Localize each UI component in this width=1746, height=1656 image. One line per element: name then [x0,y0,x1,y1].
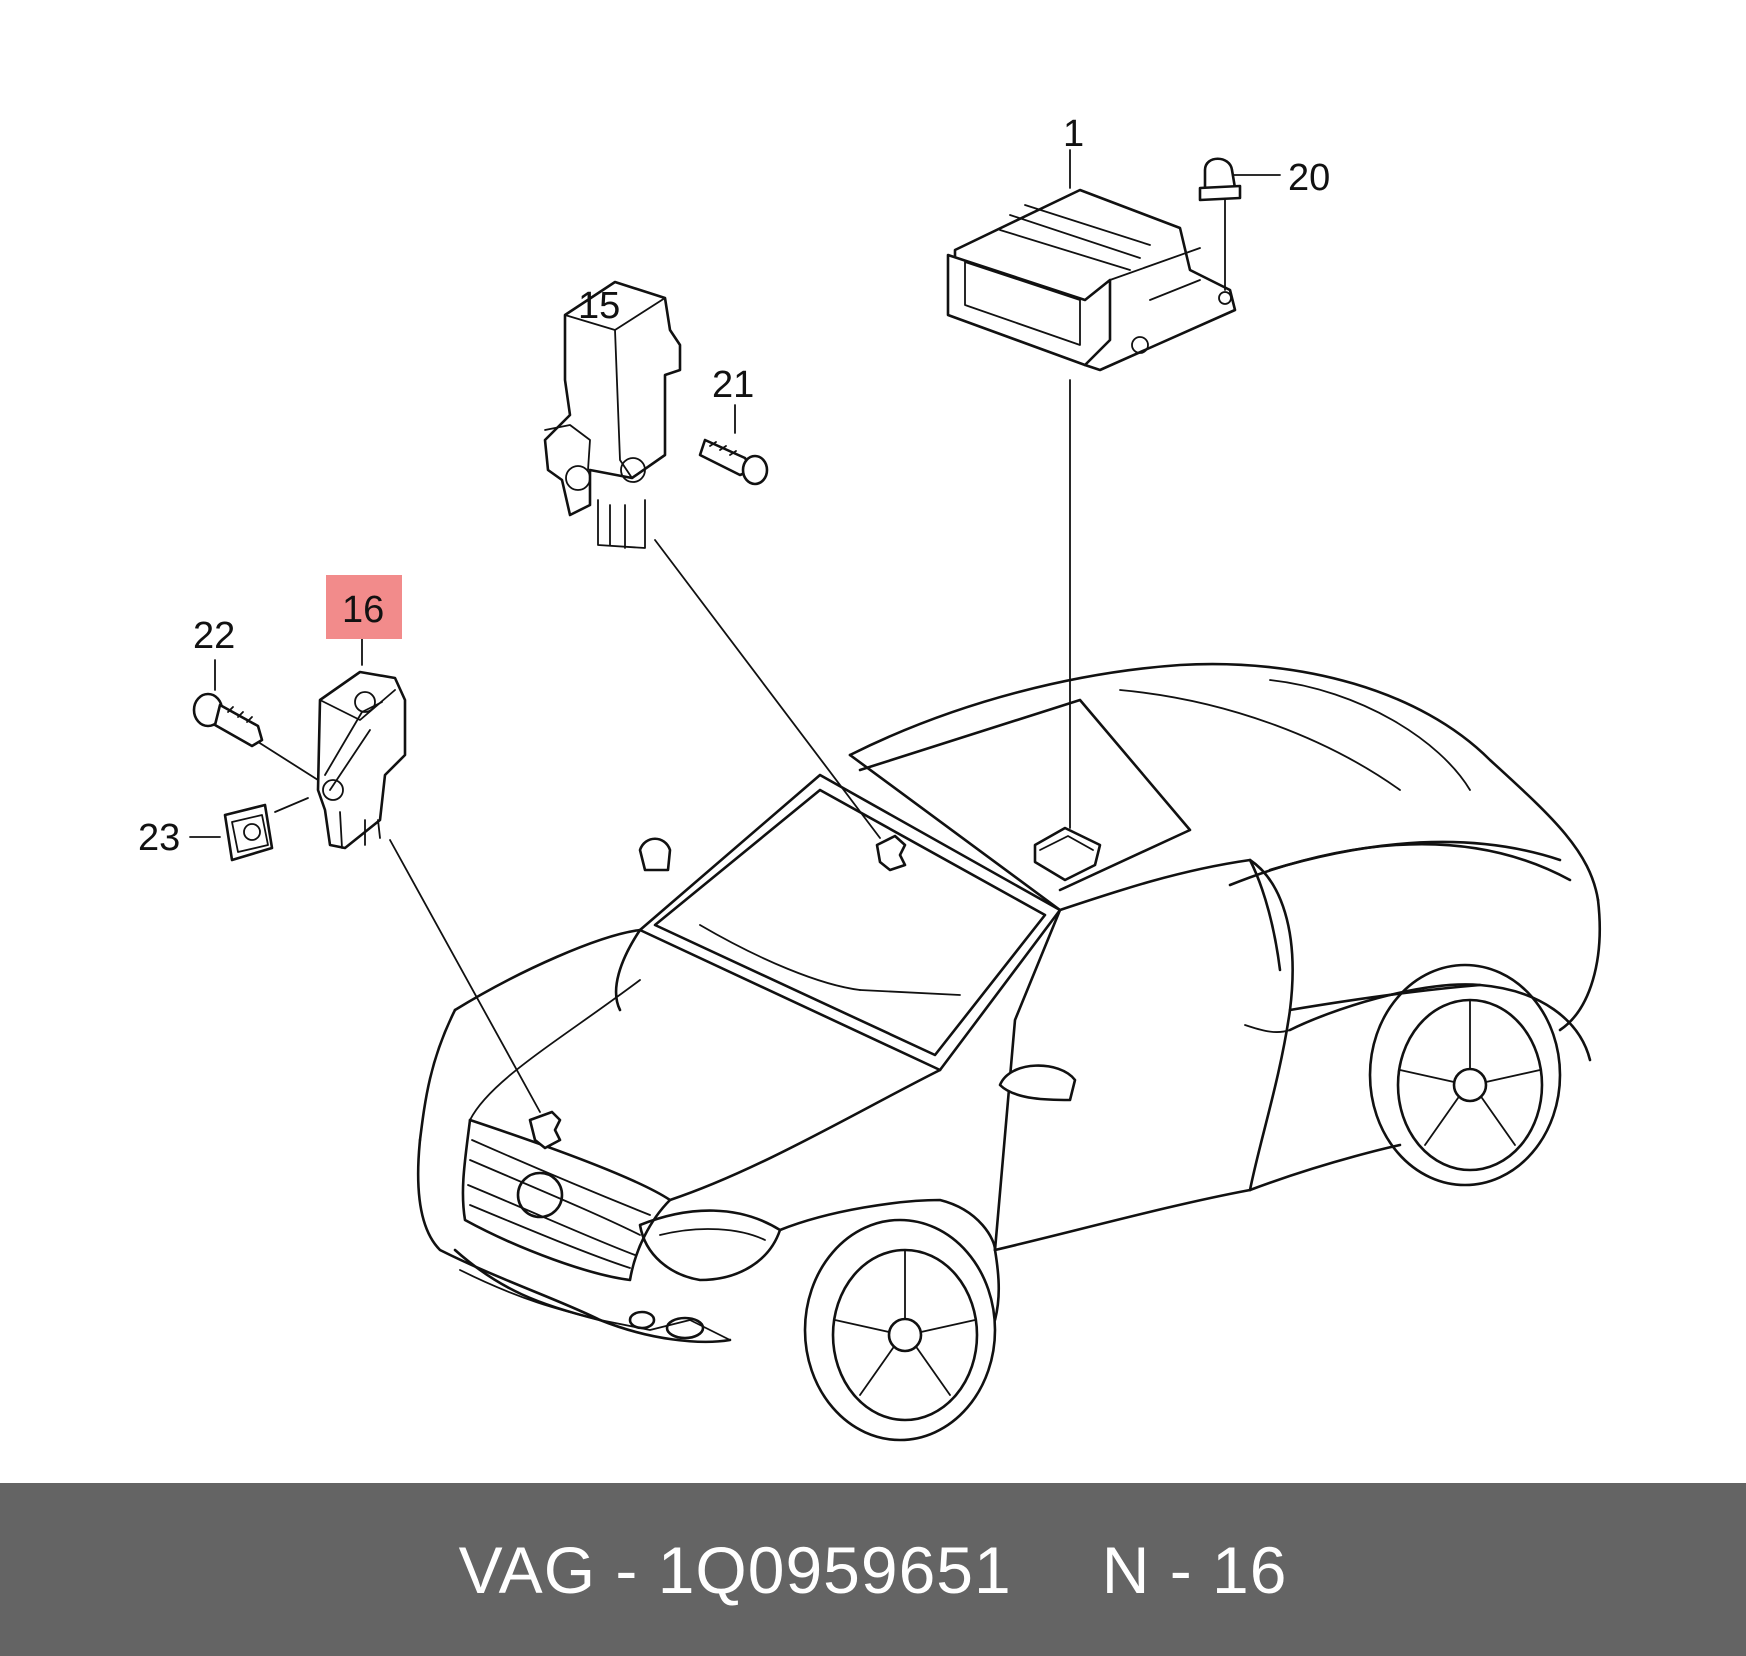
sensor-part-16 [316,670,407,850]
control-unit-part-1 [946,188,1237,372]
callout-1: 1 [1063,113,1084,155]
rear-wheel [1368,963,1562,1187]
callout-21: 21 [712,364,754,406]
part-number: VAG - 1Q0959651 [458,1532,1012,1607]
bolt-part-22 [192,692,264,748]
nut-part-20 [1198,157,1242,291]
front-wheel [803,1218,997,1442]
highlight-box [326,575,402,639]
callout-20: 20 [1288,157,1330,199]
car-illustration [416,662,1601,1442]
screw-part-21 [698,438,769,486]
diagram-position: N - 16 [1101,1532,1288,1607]
part-number-banner: VAG - 1Q0959651 N - 16 [0,1483,1746,1656]
callout-16: 16 [342,589,384,631]
sensor-part-15 [543,280,682,549]
callout-22: 22 [193,615,235,657]
callout-23: 23 [138,817,180,859]
clip-nut-part-23 [223,803,274,862]
callout-15: 15 [578,285,620,327]
parts-diagram: 1 20 15 21 16 22 23 [138,113,1601,1442]
